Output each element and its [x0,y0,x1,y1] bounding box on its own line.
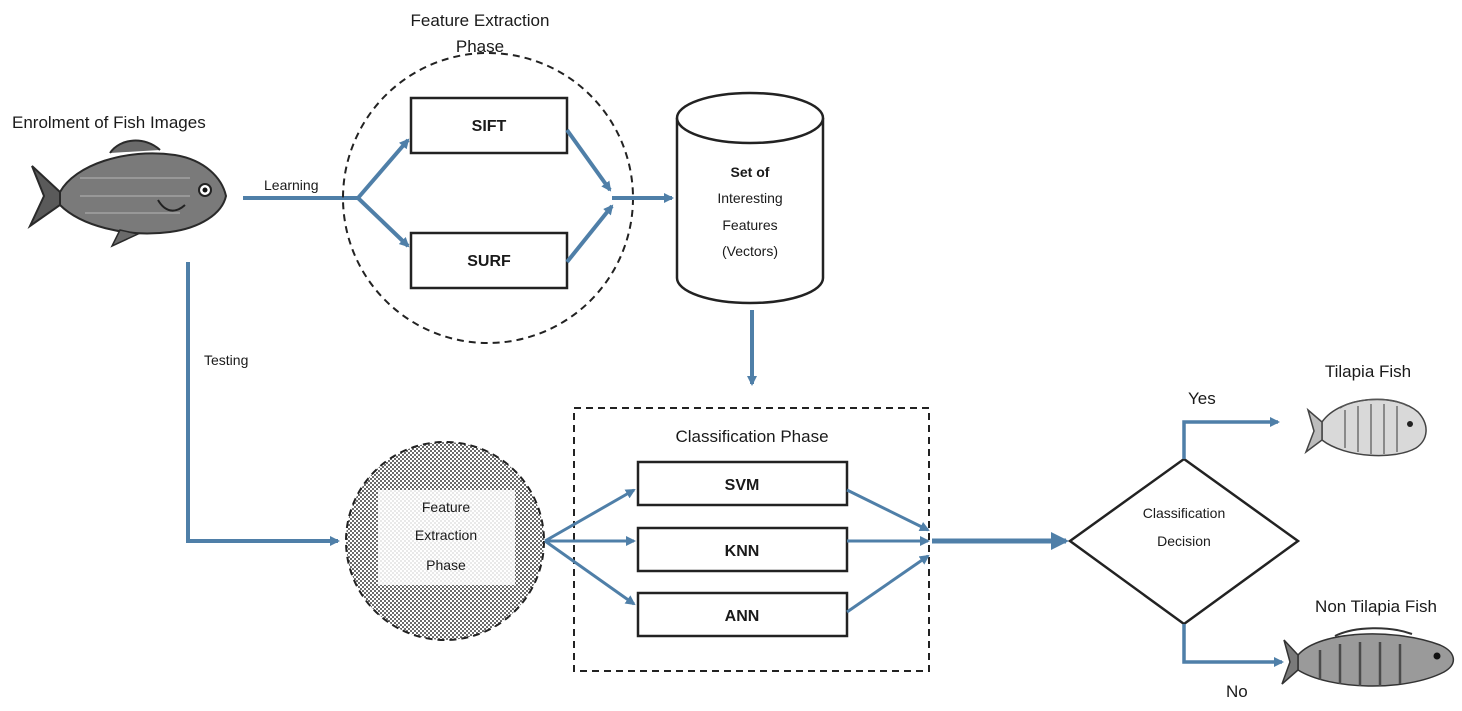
non-tilapia-fish-image [1281,627,1454,687]
arrow-to-ann [544,539,636,606]
svm-box [636,460,849,507]
decision-label-line2: Decision [1157,533,1211,549]
tilapia-fish-label: Tilapia Fish [1325,362,1411,381]
arrow-from-surf [565,204,614,264]
yes-arrow [1182,417,1280,459]
arrow-to-surf [356,196,410,248]
yes-label: Yes [1188,389,1216,408]
no-label: No [1226,682,1248,701]
arrow-from-ann [846,554,930,614]
knn-box [636,526,849,573]
fe2-label-line3: Phase [426,557,466,573]
tilapia-fish-image [1304,398,1427,457]
arrow-to-sift [356,138,410,200]
db-label-line2: Interesting [717,190,782,206]
carp-fish-image [27,139,228,248]
decision-label-line1: Classification [1143,505,1225,521]
non-tilapia-fish-label: Non Tilapia Fish [1315,597,1437,616]
enrolment-label: Enrolment of Fish Images [12,113,206,132]
testing-arrow [186,262,340,546]
ann-label: ANN [725,608,760,625]
sift-label: SIFT [472,118,507,135]
db-label-line1: Set of [731,164,770,180]
fe2-label-line2: Extraction [415,527,477,543]
feature-phase-title-line2: Phase [456,37,504,56]
db-label-line4: (Vectors) [722,243,778,259]
feature-database-cylinder [675,91,825,305]
feature-phase-title-line1: Feature Extraction [411,11,550,30]
fe2-label-line1: Feature [422,499,470,515]
learning-label: Learning [264,177,319,193]
knn-label: KNN [725,543,760,560]
arrow-from-sift [565,128,612,192]
svm-label: SVM [725,477,760,494]
db-label-line3: Features [722,217,777,233]
surf-label: SURF [467,253,511,270]
testing-label: Testing [204,352,248,368]
sift-box [409,96,569,155]
feature-extraction-test-label-bg [378,490,515,585]
no-arrow [1182,624,1284,667]
arrow-from-svm [846,488,930,532]
arrow-to-svm [544,488,636,543]
classification-phase-title: Classification Phase [675,427,828,446]
ann-box [636,591,849,638]
feature-extraction-circle [342,52,634,344]
